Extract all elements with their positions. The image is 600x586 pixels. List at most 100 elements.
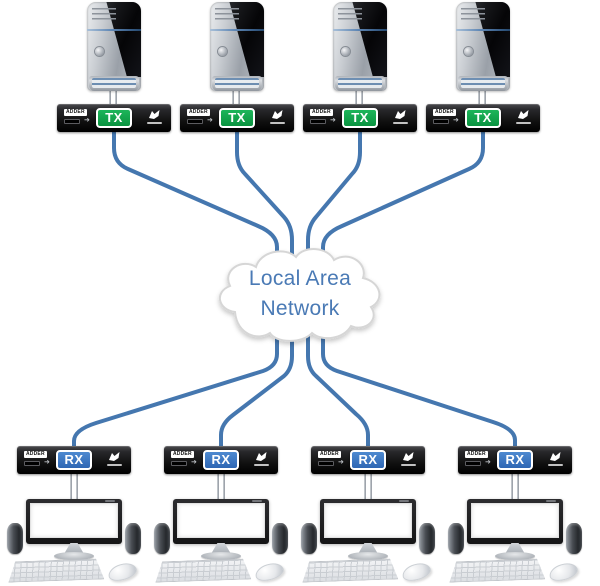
power-button-icon [341, 47, 350, 56]
tower-chassis [210, 2, 264, 91]
tx-badge: TX [96, 108, 132, 128]
speaker-right-icon [272, 523, 288, 554]
tx-badge: TX [342, 108, 378, 128]
cable-lan-to-rx3 [306, 334, 370, 450]
mouse-icon [106, 560, 139, 584]
speaker-right-icon [419, 523, 435, 554]
rx-badge: RX [497, 450, 533, 470]
sd-slot-icon [318, 461, 334, 466]
brand-logo: ADDER [171, 451, 194, 458]
mouse-icon [547, 560, 580, 584]
cloud-label-line1: Local Area [248, 267, 352, 290]
cloud-label-line2: Network [260, 297, 340, 320]
tower-vents [92, 8, 116, 22]
sd-slot-icon [187, 119, 203, 124]
tx-device-2: ADDER ➜ TX [180, 104, 294, 132]
tower-cable-pair [355, 90, 363, 106]
rx-device-3: ADDER ➜ RX [311, 446, 425, 474]
tower-cable-pair [109, 90, 117, 106]
monitor-stand [358, 543, 378, 554]
power-button-icon [218, 47, 227, 56]
tower-chassis [456, 2, 510, 91]
speaker-left-icon [301, 523, 317, 554]
adder-viper-logo-icon [149, 110, 160, 119]
tower-base [458, 76, 508, 91]
monitor-screen [30, 503, 118, 538]
logo-caption [401, 464, 416, 466]
monitor [173, 499, 269, 544]
slot-arrow-icon: ➜ [485, 459, 491, 466]
speaker-left-icon [448, 523, 464, 554]
monitor [467, 499, 563, 544]
monitor-base [54, 552, 94, 560]
slot-arrow-icon: ➜ [338, 459, 344, 466]
logo-caption [254, 464, 269, 466]
tower-base [335, 76, 385, 91]
logo-caption [393, 122, 408, 124]
cloud-label: Local Area Network [210, 264, 390, 324]
lan-cloud: Local Area Network [210, 240, 390, 352]
monitor [26, 499, 122, 544]
adder-viper-logo-icon [109, 452, 120, 461]
cable-tx1-to-lan [112, 128, 279, 264]
tower-base [89, 76, 139, 91]
brand-logo: ADDER [465, 451, 488, 458]
brand-logo: ADDER [187, 109, 210, 116]
slot-arrow-icon: ➜ [330, 117, 336, 124]
tower-vents [461, 8, 485, 22]
cable-lan-to-rx4 [321, 334, 517, 450]
power-button-icon [95, 47, 104, 56]
monitor-screen [471, 503, 559, 538]
brand-logo: ADDER [64, 109, 87, 116]
workstation-4: ADDER ➜ RX [445, 446, 585, 586]
monitor-cable-pair [364, 472, 372, 501]
adder-viper-logo-icon [272, 110, 283, 119]
tower-cable-pair [232, 90, 240, 106]
adder-viper-logo-icon [395, 110, 406, 119]
monitor [320, 499, 416, 544]
adder-viper-logo-icon [518, 110, 529, 119]
tx-device-4: ADDER ➜ TX [426, 104, 540, 132]
speaker-left-icon [7, 523, 23, 554]
tower-cable-pair [478, 90, 486, 106]
logo-caption [147, 122, 162, 124]
workstation-2: ADDER ➜ RX [151, 446, 291, 586]
tower-accent-line [333, 29, 387, 31]
sd-slot-icon [24, 461, 40, 466]
slot-arrow-icon: ➜ [453, 117, 459, 124]
rx-device-4: ADDER ➜ RX [458, 446, 572, 474]
logo-caption [516, 122, 531, 124]
monitor-cable-pair [217, 472, 225, 501]
tx-device-1: ADDER ➜ TX [57, 104, 171, 132]
monitor-camera-icon [399, 500, 409, 502]
slot-arrow-icon: ➜ [191, 459, 197, 466]
tower-vents [338, 8, 362, 22]
rx-badge: RX [203, 450, 239, 470]
keyboard-icon [8, 558, 105, 582]
monitor-stand [64, 543, 84, 554]
speaker-right-icon [125, 523, 141, 554]
brand-logo: ADDER [24, 451, 47, 458]
monitor-screen [324, 503, 412, 538]
sd-slot-icon [465, 461, 481, 466]
server-tower [87, 2, 141, 94]
server-column-4: ADDER ➜ TX [426, 0, 540, 132]
speaker-right-icon [566, 523, 582, 554]
mouse-icon [253, 560, 286, 584]
tower-accent-line [456, 29, 510, 31]
brand-logo: ADDER [318, 451, 341, 458]
logo-caption [270, 122, 285, 124]
mouse-icon [400, 560, 433, 584]
tower-chassis [333, 2, 387, 91]
monitor-camera-icon [546, 500, 556, 502]
server-tower [456, 2, 510, 94]
cloud-shape [219, 248, 381, 342]
server-column-2: ADDER ➜ TX [180, 0, 294, 132]
monitor-cable-pair [70, 472, 78, 501]
speaker-left-icon [154, 523, 170, 554]
monitor-base [348, 552, 388, 560]
server-tower [333, 2, 387, 94]
rx-device-2: ADDER ➜ RX [164, 446, 278, 474]
cable-tx3-to-lan [306, 128, 362, 264]
